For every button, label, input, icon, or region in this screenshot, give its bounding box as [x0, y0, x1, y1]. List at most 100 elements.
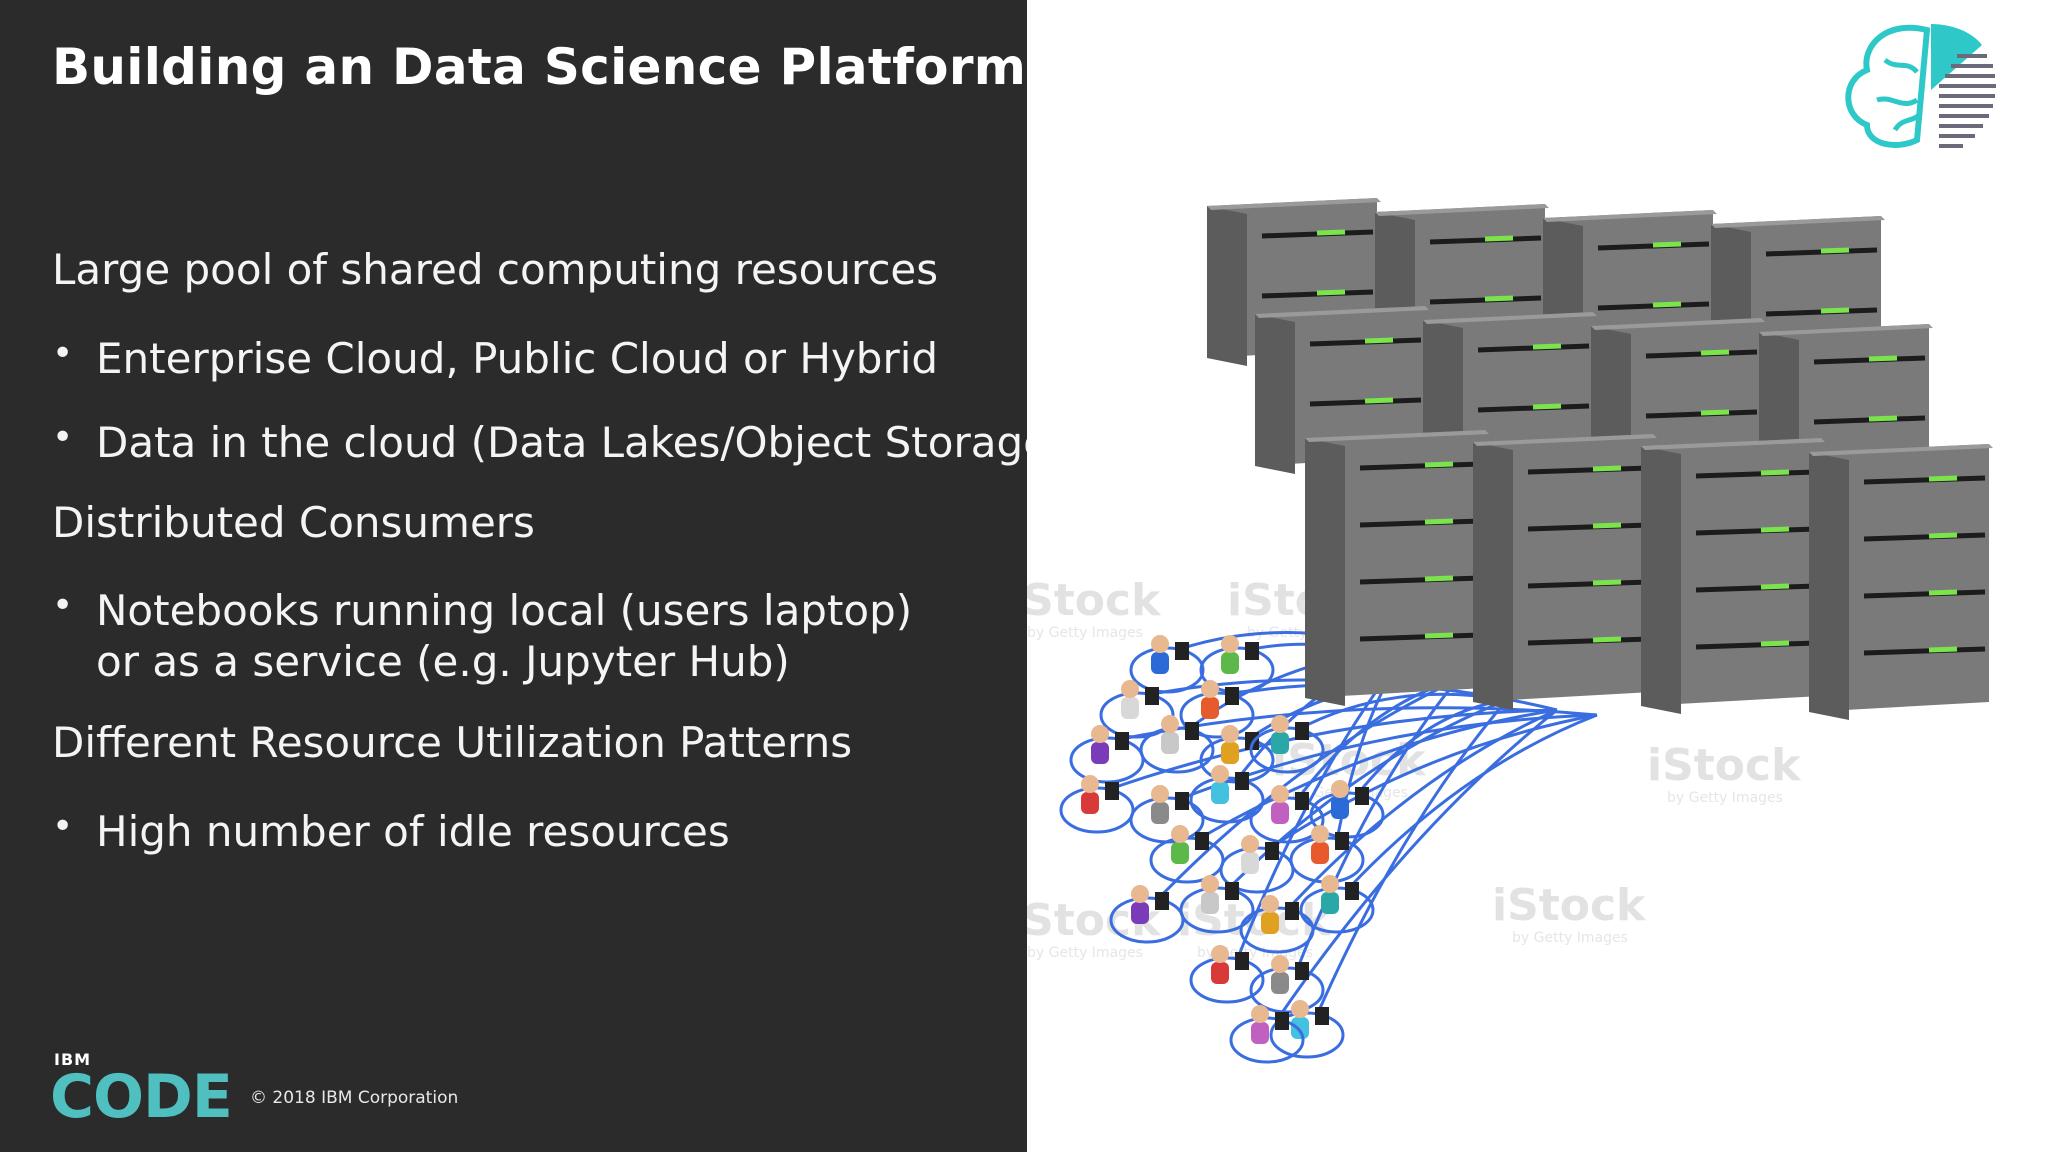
server-unit	[1473, 434, 1657, 710]
user-body	[1331, 797, 1349, 819]
server-side	[1473, 442, 1513, 710]
laptop-icon	[1145, 687, 1159, 705]
laptop-icon	[1295, 722, 1309, 740]
user-group	[1059, 635, 1385, 1064]
user-head	[1171, 825, 1189, 843]
laptop-icon	[1335, 832, 1349, 850]
server-slot	[1695, 469, 1818, 479]
server-top	[1711, 216, 1885, 228]
user-figure	[1269, 1000, 1345, 1059]
user-head	[1251, 1005, 1269, 1023]
user-body	[1161, 732, 1179, 754]
user-figure	[1199, 725, 1275, 784]
section-heading-utilization: Different Resource Utilization Patterns	[52, 718, 853, 767]
network-line	[1295, 679, 1459, 971]
user-head	[1211, 945, 1229, 963]
user-head	[1321, 875, 1339, 893]
section-heading-resources: Large pool of shared computing resources	[52, 245, 939, 294]
server-slot	[1863, 589, 1986, 599]
watermark-text: iStock	[1647, 740, 1802, 791]
user-head	[1271, 955, 1289, 973]
user-body	[1271, 732, 1289, 754]
server-led	[1424, 461, 1454, 468]
server-slot	[1863, 646, 1986, 656]
laptop-icon	[1115, 732, 1129, 750]
network-line	[1285, 708, 1558, 912]
server-led	[1760, 640, 1790, 647]
server-top	[1255, 306, 1429, 318]
server-side	[1207, 206, 1247, 366]
user-figure	[1069, 725, 1145, 784]
bullet-dot: •	[52, 333, 74, 374]
bullet-text: Notebooks running local (users laptop)	[96, 586, 913, 635]
user-head	[1131, 885, 1149, 903]
server-side	[1305, 438, 1345, 706]
network-line	[1225, 698, 1508, 892]
laptop-icon	[1105, 782, 1119, 800]
server-top	[1305, 430, 1489, 442]
laptop-icon	[1245, 642, 1259, 660]
user-figure	[1109, 885, 1185, 944]
server-led	[1760, 526, 1790, 533]
server-led	[1364, 397, 1394, 404]
user-body	[1271, 972, 1289, 994]
bullet-dot: •	[52, 806, 74, 847]
bullet-dot: •	[52, 417, 74, 458]
server-led	[1484, 295, 1514, 302]
watermark-subtext: by Getty Images	[1512, 930, 1628, 946]
code-logo: CODE	[50, 1062, 233, 1132]
server-top	[1375, 204, 1549, 216]
server-side	[1641, 446, 1681, 714]
user-head	[1201, 875, 1219, 893]
server-led	[1928, 475, 1958, 482]
bullet-dot: •	[52, 585, 74, 626]
server-unit	[1305, 430, 1489, 706]
server-led	[1592, 636, 1622, 643]
user-figure	[1249, 715, 1325, 774]
server-led	[1424, 518, 1454, 525]
user-figure	[1249, 785, 1325, 844]
user-body	[1261, 912, 1279, 934]
user-head	[1121, 680, 1139, 698]
user-figure	[1219, 835, 1295, 894]
server-led	[1760, 469, 1790, 476]
server-slot	[1527, 579, 1650, 589]
user-head	[1151, 635, 1169, 653]
server-led	[1700, 349, 1730, 356]
user-figure	[1179, 875, 1255, 934]
user-figure	[1129, 635, 1205, 694]
server-led	[1532, 403, 1562, 410]
user-head	[1091, 725, 1109, 743]
server-side	[1255, 314, 1295, 474]
server-slot	[1695, 583, 1818, 593]
server-led	[1592, 579, 1622, 586]
laptop-icon	[1195, 832, 1209, 850]
bullet-text: High number of idle resources	[96, 807, 730, 856]
laptop-icon	[1345, 882, 1359, 900]
server-led	[1592, 465, 1622, 472]
network-line	[1266, 713, 1598, 852]
server-slot	[1527, 465, 1650, 475]
user-body	[1171, 842, 1189, 864]
user-head	[1221, 635, 1239, 653]
section-heading-consumers: Distributed Consumers	[52, 498, 535, 547]
user-body	[1321, 892, 1339, 914]
server-led	[1316, 229, 1346, 236]
watermark-subtext: by Getty Images	[1667, 790, 1783, 806]
server-slot	[1359, 518, 1482, 528]
server-slot	[1695, 640, 1818, 650]
bullet-text: or as a service (e.g. Jupyter Hub)	[96, 637, 790, 686]
laptop-icon	[1295, 962, 1309, 980]
server-slot	[1359, 575, 1482, 585]
network-line	[1345, 713, 1598, 892]
server-top	[1473, 434, 1657, 446]
user-head	[1241, 835, 1259, 853]
user-head	[1221, 725, 1239, 743]
laptop-icon	[1275, 1012, 1289, 1030]
network-line	[1196, 708, 1558, 842]
user-head	[1271, 715, 1289, 733]
server-top	[1641, 438, 1825, 450]
user-figure	[1179, 680, 1255, 739]
user-body	[1131, 902, 1149, 924]
